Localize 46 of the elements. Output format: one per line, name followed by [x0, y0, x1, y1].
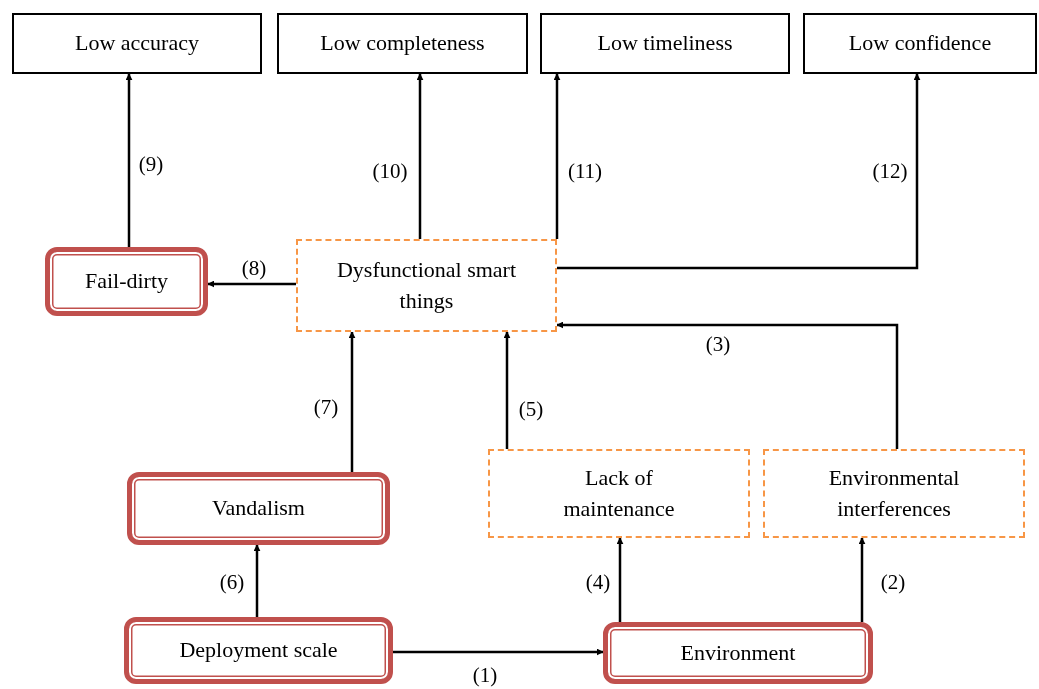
- cause-box: [45, 247, 208, 316]
- arrow: [416, 73, 424, 239]
- arrow: [253, 544, 261, 617]
- node-label: Lack of maintenance: [562, 463, 676, 523]
- node-label: Vandalism: [211, 494, 306, 523]
- node-label: Low completeness: [319, 29, 486, 58]
- node-label: Low timeliness: [596, 29, 734, 58]
- arrow: [553, 73, 561, 239]
- outcome-box: [12, 13, 262, 74]
- node-label: Environmental interferences: [827, 463, 961, 523]
- cause-box: [127, 472, 390, 545]
- arrow: [348, 331, 356, 472]
- node-label: Deployment scale: [178, 636, 339, 665]
- arrow: [556, 321, 899, 449]
- outcome-box: [277, 13, 528, 74]
- edge-label: (3): [704, 333, 732, 357]
- arrow: [125, 73, 133, 247]
- arrow: [616, 537, 624, 622]
- arrow: [503, 331, 511, 449]
- factor-box: [296, 239, 557, 332]
- node-label: Low confidence: [847, 29, 993, 58]
- edge-label: (6): [218, 571, 246, 595]
- node-label: Dysfunctional smart things: [336, 255, 517, 315]
- cause-box: [603, 622, 873, 684]
- node-label: Environment: [679, 638, 797, 667]
- edge-label: (4): [584, 571, 612, 595]
- edge-label: (8): [240, 257, 268, 281]
- arrow: [858, 537, 866, 622]
- factor-box: [763, 449, 1025, 538]
- edge-label: (10): [371, 160, 409, 184]
- arrow: [557, 73, 921, 270]
- cause-box: [124, 617, 393, 684]
- node-label: Fail-dirty: [83, 267, 170, 296]
- factor-box: [488, 449, 750, 538]
- edge-label: (12): [871, 160, 909, 184]
- node-label: Low accuracy: [74, 29, 200, 58]
- edge-label: (2): [879, 571, 907, 595]
- outcome-box: [803, 13, 1037, 74]
- edge-label: (7): [312, 396, 340, 420]
- edge-label: (1): [471, 664, 499, 688]
- edge-label: (11): [566, 160, 604, 184]
- arrow: [207, 280, 296, 288]
- edge-label: (5): [517, 398, 545, 422]
- edge-label: (9): [137, 153, 165, 177]
- outcome-box: [540, 13, 790, 74]
- arrow: [393, 648, 604, 656]
